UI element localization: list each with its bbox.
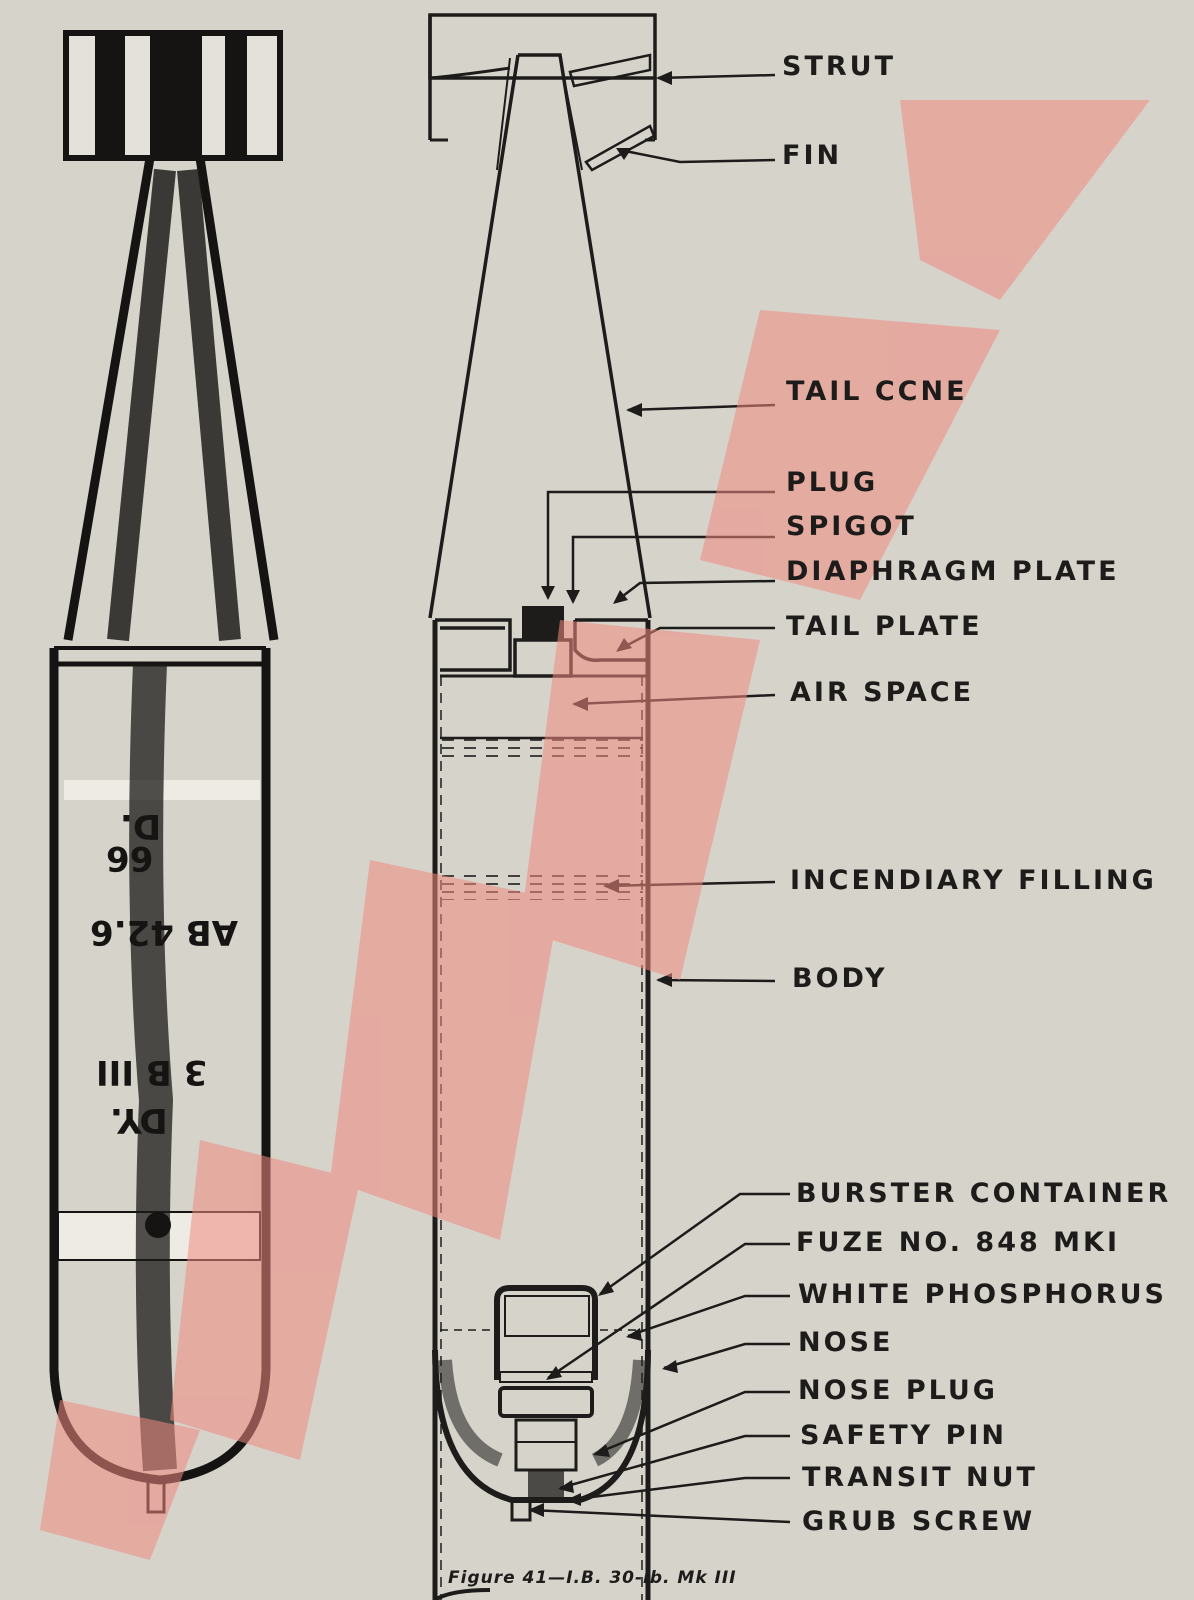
tail-cone xyxy=(428,53,652,619)
label-diaphragm-plate: DIAPHRAGM PLATE xyxy=(786,556,1120,587)
nose-section xyxy=(432,1285,651,1522)
label-fin: FIN xyxy=(782,140,843,171)
leader-fuze xyxy=(547,1242,790,1380)
label-body: BODY xyxy=(792,963,888,994)
label-strut: STRUT xyxy=(782,51,896,82)
tail-cone-edge xyxy=(496,57,583,171)
label-incendiary-filling: INCENDIARY FILLING xyxy=(790,865,1157,896)
label-transit-nut: TRANSIT NUT xyxy=(802,1462,1038,1493)
external-tail-stripe xyxy=(150,33,202,158)
leader-transit-nut xyxy=(567,1476,790,1502)
tail-box xyxy=(428,13,657,80)
fin-left xyxy=(431,66,511,80)
leader-body xyxy=(657,978,776,983)
label-grub-screw: GRUB SCREW xyxy=(802,1506,1036,1537)
leader-nose-plug xyxy=(594,1390,790,1456)
stencil-text: 66 xyxy=(106,838,154,878)
external-tail-cone xyxy=(63,157,279,641)
stencil-text: 3 B III xyxy=(96,1052,208,1092)
label-plug: PLUG xyxy=(786,467,879,498)
leader-grub-screw xyxy=(529,1508,791,1524)
external-dot xyxy=(145,1212,171,1238)
leader-strut xyxy=(657,73,776,80)
leader-fin xyxy=(619,148,776,164)
stencil-text: DY. xyxy=(110,1100,168,1140)
leader-plug xyxy=(546,490,775,598)
fin-right xyxy=(568,53,652,88)
label-tail-plate: TAIL PLATE xyxy=(786,611,983,642)
leader-phosphorus xyxy=(627,1294,790,1338)
external-tail-stripe xyxy=(95,33,125,158)
figure-caption: Figure 41—I.B. 30-lb. Mk III xyxy=(448,1568,737,1588)
watermark xyxy=(40,100,1150,1560)
label-fuze: FUZE NO. 848 MKI xyxy=(796,1227,1120,1258)
label-safety-pin: SAFETY PIN xyxy=(800,1420,1008,1451)
external-shading xyxy=(129,663,177,1472)
label-air-space: AIR SPACE xyxy=(790,677,975,708)
leader-diaphragm xyxy=(614,579,776,603)
label-tail-cone: TAIL CCNE xyxy=(786,376,968,407)
strut-lower xyxy=(584,124,656,172)
label-white-phosphorus: WHITE PHOSPHORUS xyxy=(798,1279,1167,1310)
tail-plate-assembly xyxy=(435,618,648,672)
stencil-text: AB 42.6 xyxy=(90,912,238,952)
leader-safety-pin xyxy=(559,1434,790,1490)
label-nose-plug: NOSE PLUG xyxy=(798,1375,998,1406)
label-burster-container: BURSTER CONTAINER xyxy=(796,1178,1172,1209)
external-tail-stripe xyxy=(225,33,247,158)
label-nose: NOSE xyxy=(798,1327,894,1358)
label-spigot: SPIGOT xyxy=(786,511,917,542)
leader-nose xyxy=(663,1342,790,1370)
leader-burster xyxy=(599,1192,790,1296)
external-tail-cone-inner xyxy=(107,168,241,642)
plug-spigot xyxy=(522,606,564,640)
